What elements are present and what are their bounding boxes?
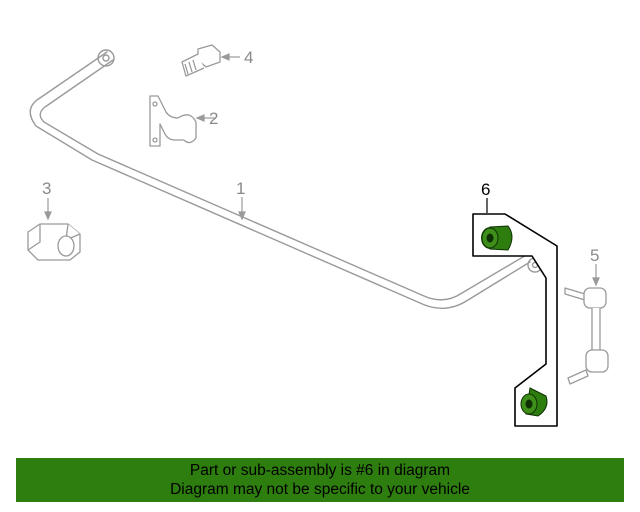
callout-4: 4 <box>244 48 253 67</box>
callout-6: 6 <box>481 180 490 199</box>
callout-1: 1 <box>236 179 245 198</box>
callout-2: 2 <box>209 109 218 128</box>
stabilizer-link <box>564 287 609 385</box>
callout-3: 3 <box>42 179 51 198</box>
bushing-outline <box>472 213 558 427</box>
lower-bushing <box>520 387 548 417</box>
banner-line-disclaimer: Diagram may not be specific to your vehi… <box>170 481 470 498</box>
stabilizer-bar <box>29 49 543 309</box>
bar-bushing <box>27 223 81 261</box>
link-bushing-assembly[interactable] <box>472 213 558 427</box>
upper-bushing <box>481 225 513 251</box>
bolt <box>181 44 221 77</box>
callout-5: 5 <box>590 246 599 265</box>
info-banner: Part or sub-assembly is #6 in diagram Di… <box>16 458 624 502</box>
parts-diagram: 1 2 3 4 5 6 <box>27 44 609 427</box>
banner-line-part: Part or sub-assembly is #6 in diagram <box>189 462 451 479</box>
bar-bracket <box>149 95 197 147</box>
leader-lines <box>44 53 600 287</box>
